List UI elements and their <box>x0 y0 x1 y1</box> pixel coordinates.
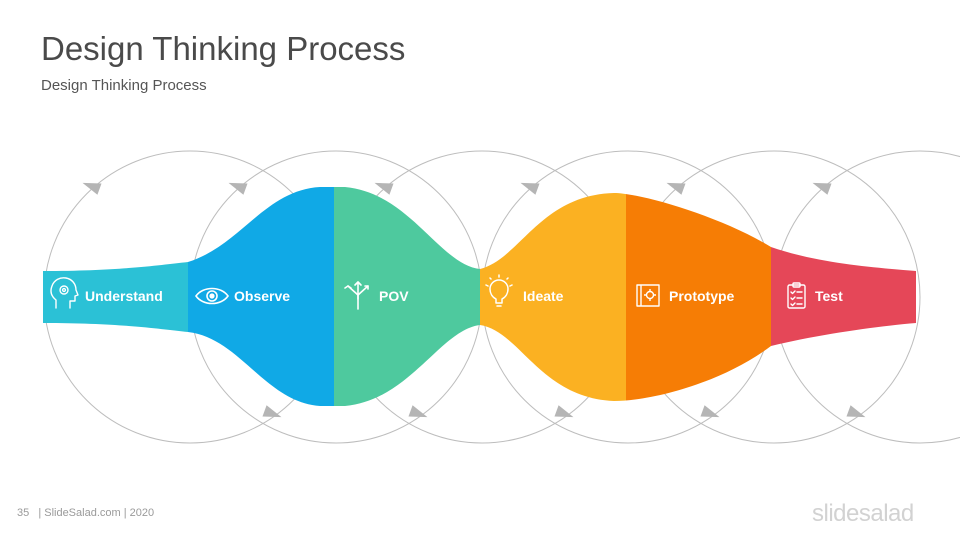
stage-label-observe: Observe <box>234 288 290 304</box>
eye-icon <box>195 287 229 305</box>
footer-source: | SlideSalad.com | 2020 <box>38 507 155 519</box>
cycle-arrow-bottom-icon <box>700 405 720 418</box>
stage-label-test: Test <box>815 288 843 304</box>
cycle-arrow-bottom-icon <box>846 405 866 418</box>
arrows-split-icon <box>344 281 369 310</box>
footer: 35 | SlideSalad.com | 2020 <box>17 507 160 519</box>
cycle-arrow-top-icon <box>666 182 686 195</box>
cycle-arrow-bottom-icon <box>554 405 574 418</box>
stage-label-pov: POV <box>379 288 409 304</box>
stage-segment-test <box>771 187 916 406</box>
page-title: Design Thinking Process <box>41 30 406 67</box>
stage-label-ideate: Ideate <box>523 288 564 304</box>
stage-label-prototype: Prototype <box>669 288 735 304</box>
cycle-arrow-bottom-icon <box>262 405 282 418</box>
page-subtitle: Design Thinking Process <box>41 77 207 94</box>
brand-logo: slidesalad <box>812 500 914 527</box>
cycle-arrow-bottom-icon <box>408 405 428 418</box>
cycle-arrow-top-icon <box>82 182 102 195</box>
cycle-arrow-top-icon <box>812 182 832 195</box>
cycle-arrow-top-icon <box>374 182 394 195</box>
cycle-arrow-top-icon <box>228 182 248 195</box>
page-number: 35 <box>17 507 30 519</box>
stage-label-understand: Understand <box>85 288 163 304</box>
lightbulb-icon <box>485 274 513 307</box>
head-gears-icon <box>50 277 79 309</box>
blueprint-icon <box>636 284 660 307</box>
clipboard-checklist-icon <box>787 282 806 309</box>
cycle-arrow-top-icon <box>520 182 540 195</box>
